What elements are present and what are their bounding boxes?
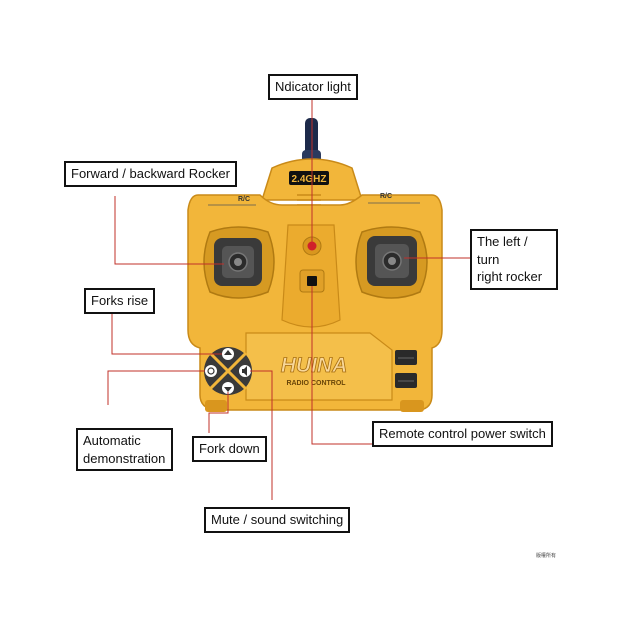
brand-logo: HUINA xyxy=(281,354,348,377)
label-mute-sound-switching: Mute / sound switching xyxy=(204,507,351,533)
power-switch[interactable] xyxy=(307,276,317,286)
label-forks-rise: Forks rise xyxy=(84,288,156,314)
frequency-badge: 2.4GHZ xyxy=(291,174,326,185)
rc-mark-left: R/C xyxy=(238,196,250,203)
button-cluster xyxy=(204,347,252,395)
leader-power-switch xyxy=(311,286,372,445)
foot-left xyxy=(205,400,227,412)
speaker-icon xyxy=(242,366,247,376)
leader-fork-down xyxy=(208,392,229,433)
auto-demo-button[interactable] xyxy=(205,365,217,377)
label-power-switch: Remote control power switch xyxy=(372,421,553,447)
rc-mark-right: R/C xyxy=(380,193,392,200)
label-automatic-demonstration: Automatic demonstration xyxy=(76,428,173,472)
brand-subtitle: RADIO CONTROL xyxy=(286,380,346,387)
left-joystick[interactable] xyxy=(203,226,275,299)
label-fork-down: Fork down xyxy=(192,436,267,462)
leader-forward-rocker xyxy=(114,196,224,265)
demo-icon xyxy=(207,367,215,375)
leader-auto-demo xyxy=(107,370,205,405)
foot-right xyxy=(400,400,424,412)
leader-lines xyxy=(107,96,472,500)
arrow-down-icon xyxy=(224,387,232,392)
right-joystick[interactable] xyxy=(355,226,428,299)
leader-mute-sound xyxy=(250,370,273,500)
label-left-turn-rocker: The left / turn right rocker xyxy=(470,229,558,290)
leader-forks-rise xyxy=(111,309,222,355)
indicator-light xyxy=(307,241,317,251)
label-indicator-light: Ndicator light xyxy=(268,74,358,100)
frequency-badge-bg xyxy=(289,171,329,185)
arrow-up-icon xyxy=(224,350,232,355)
watermark: 版權所有 xyxy=(536,553,557,559)
label-forward-backward-rocker: Forward / backward Rocker xyxy=(64,161,237,187)
